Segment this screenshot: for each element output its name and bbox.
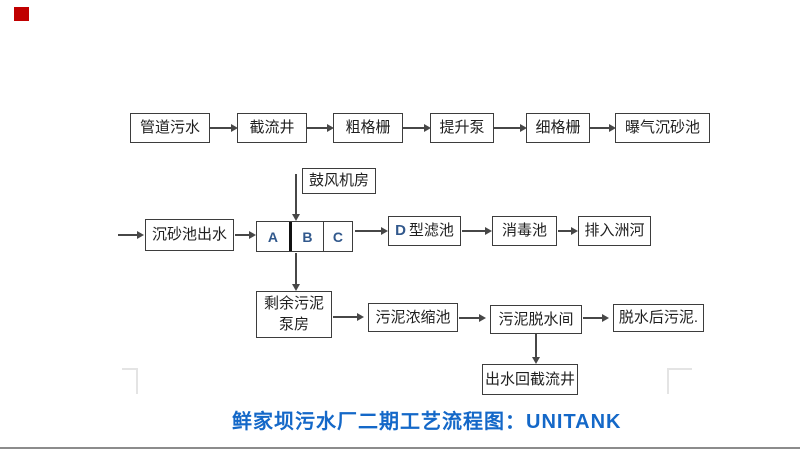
- flow-arrow-down: [292, 253, 300, 291]
- surplus-sludge-line2: 泵房: [278, 315, 309, 333]
- red-marker: [14, 7, 29, 21]
- bottom-border-line: [0, 447, 800, 449]
- tank-cell-b: B: [288, 222, 323, 251]
- flow-arrow: [210, 124, 238, 132]
- flow-node-unitank-abc: A B C: [256, 221, 353, 252]
- flow-arrow: [583, 314, 609, 322]
- margin-corner-mark: [122, 368, 138, 370]
- d-filter-letter: D: [395, 222, 406, 240]
- flow-arrow: [459, 314, 486, 322]
- flow-node-surplus-sludge-pump-house: 剩余污泥 泵房: [256, 291, 332, 338]
- flow-arrow: [590, 124, 616, 132]
- flow-node-disinfection-tank: 消毒池: [492, 216, 557, 246]
- surplus-sludge-line1: 剩余污泥: [263, 295, 324, 313]
- flow-node-sludge-thickener: 污泥浓缩池: [368, 303, 458, 332]
- flow-node-fine-screen: 细格栅: [526, 113, 590, 143]
- flow-arrow-down: [292, 174, 300, 221]
- flow-arrow: [494, 124, 527, 132]
- flow-node-aerated-grit-chamber: 曝气沉砂池: [615, 113, 710, 143]
- d-filter-label: 型滤池: [408, 222, 454, 240]
- flow-node-coarse-screen: 粗格栅: [333, 113, 403, 143]
- flow-node-effluent-return-well: 出水回截流井: [482, 364, 578, 395]
- flow-arrow: [307, 124, 334, 132]
- flow-node-lift-pump: 提升泵: [430, 113, 494, 143]
- flow-arrow: [558, 227, 578, 235]
- margin-corner-mark: [667, 368, 669, 394]
- flow-arrow: [403, 124, 431, 132]
- flow-node-discharge-river: 排入洲河: [578, 216, 651, 246]
- flow-arrow: [235, 231, 256, 239]
- flow-arrow: [355, 227, 388, 235]
- margin-corner-mark: [667, 368, 692, 370]
- flow-node-grit-chamber-effluent: 沉砂池出水: [145, 219, 234, 251]
- diagram-caption: 鲜家坝污水厂二期工艺流程图：UNITANK: [232, 411, 622, 433]
- flow-arrow: [333, 313, 364, 321]
- flow-node-dewatered-sludge: 脱水后污泥.: [613, 304, 704, 332]
- flow-arrow-down: [532, 334, 540, 364]
- tank-cell-c: C: [322, 222, 352, 251]
- flow-node-sludge-dewatering-room: 污泥脱水间: [490, 305, 582, 334]
- flow-node-blower-room: 鼓风机房: [302, 168, 376, 194]
- margin-corner-mark: [136, 368, 138, 394]
- tank-cell-a: A: [267, 228, 279, 245]
- flow-arrow: [462, 227, 492, 235]
- flow-node-pipe-sewage: 管道污水: [130, 113, 210, 143]
- flow-arrow: [118, 231, 144, 239]
- flow-node-intercepting-well: 截流井: [237, 113, 307, 143]
